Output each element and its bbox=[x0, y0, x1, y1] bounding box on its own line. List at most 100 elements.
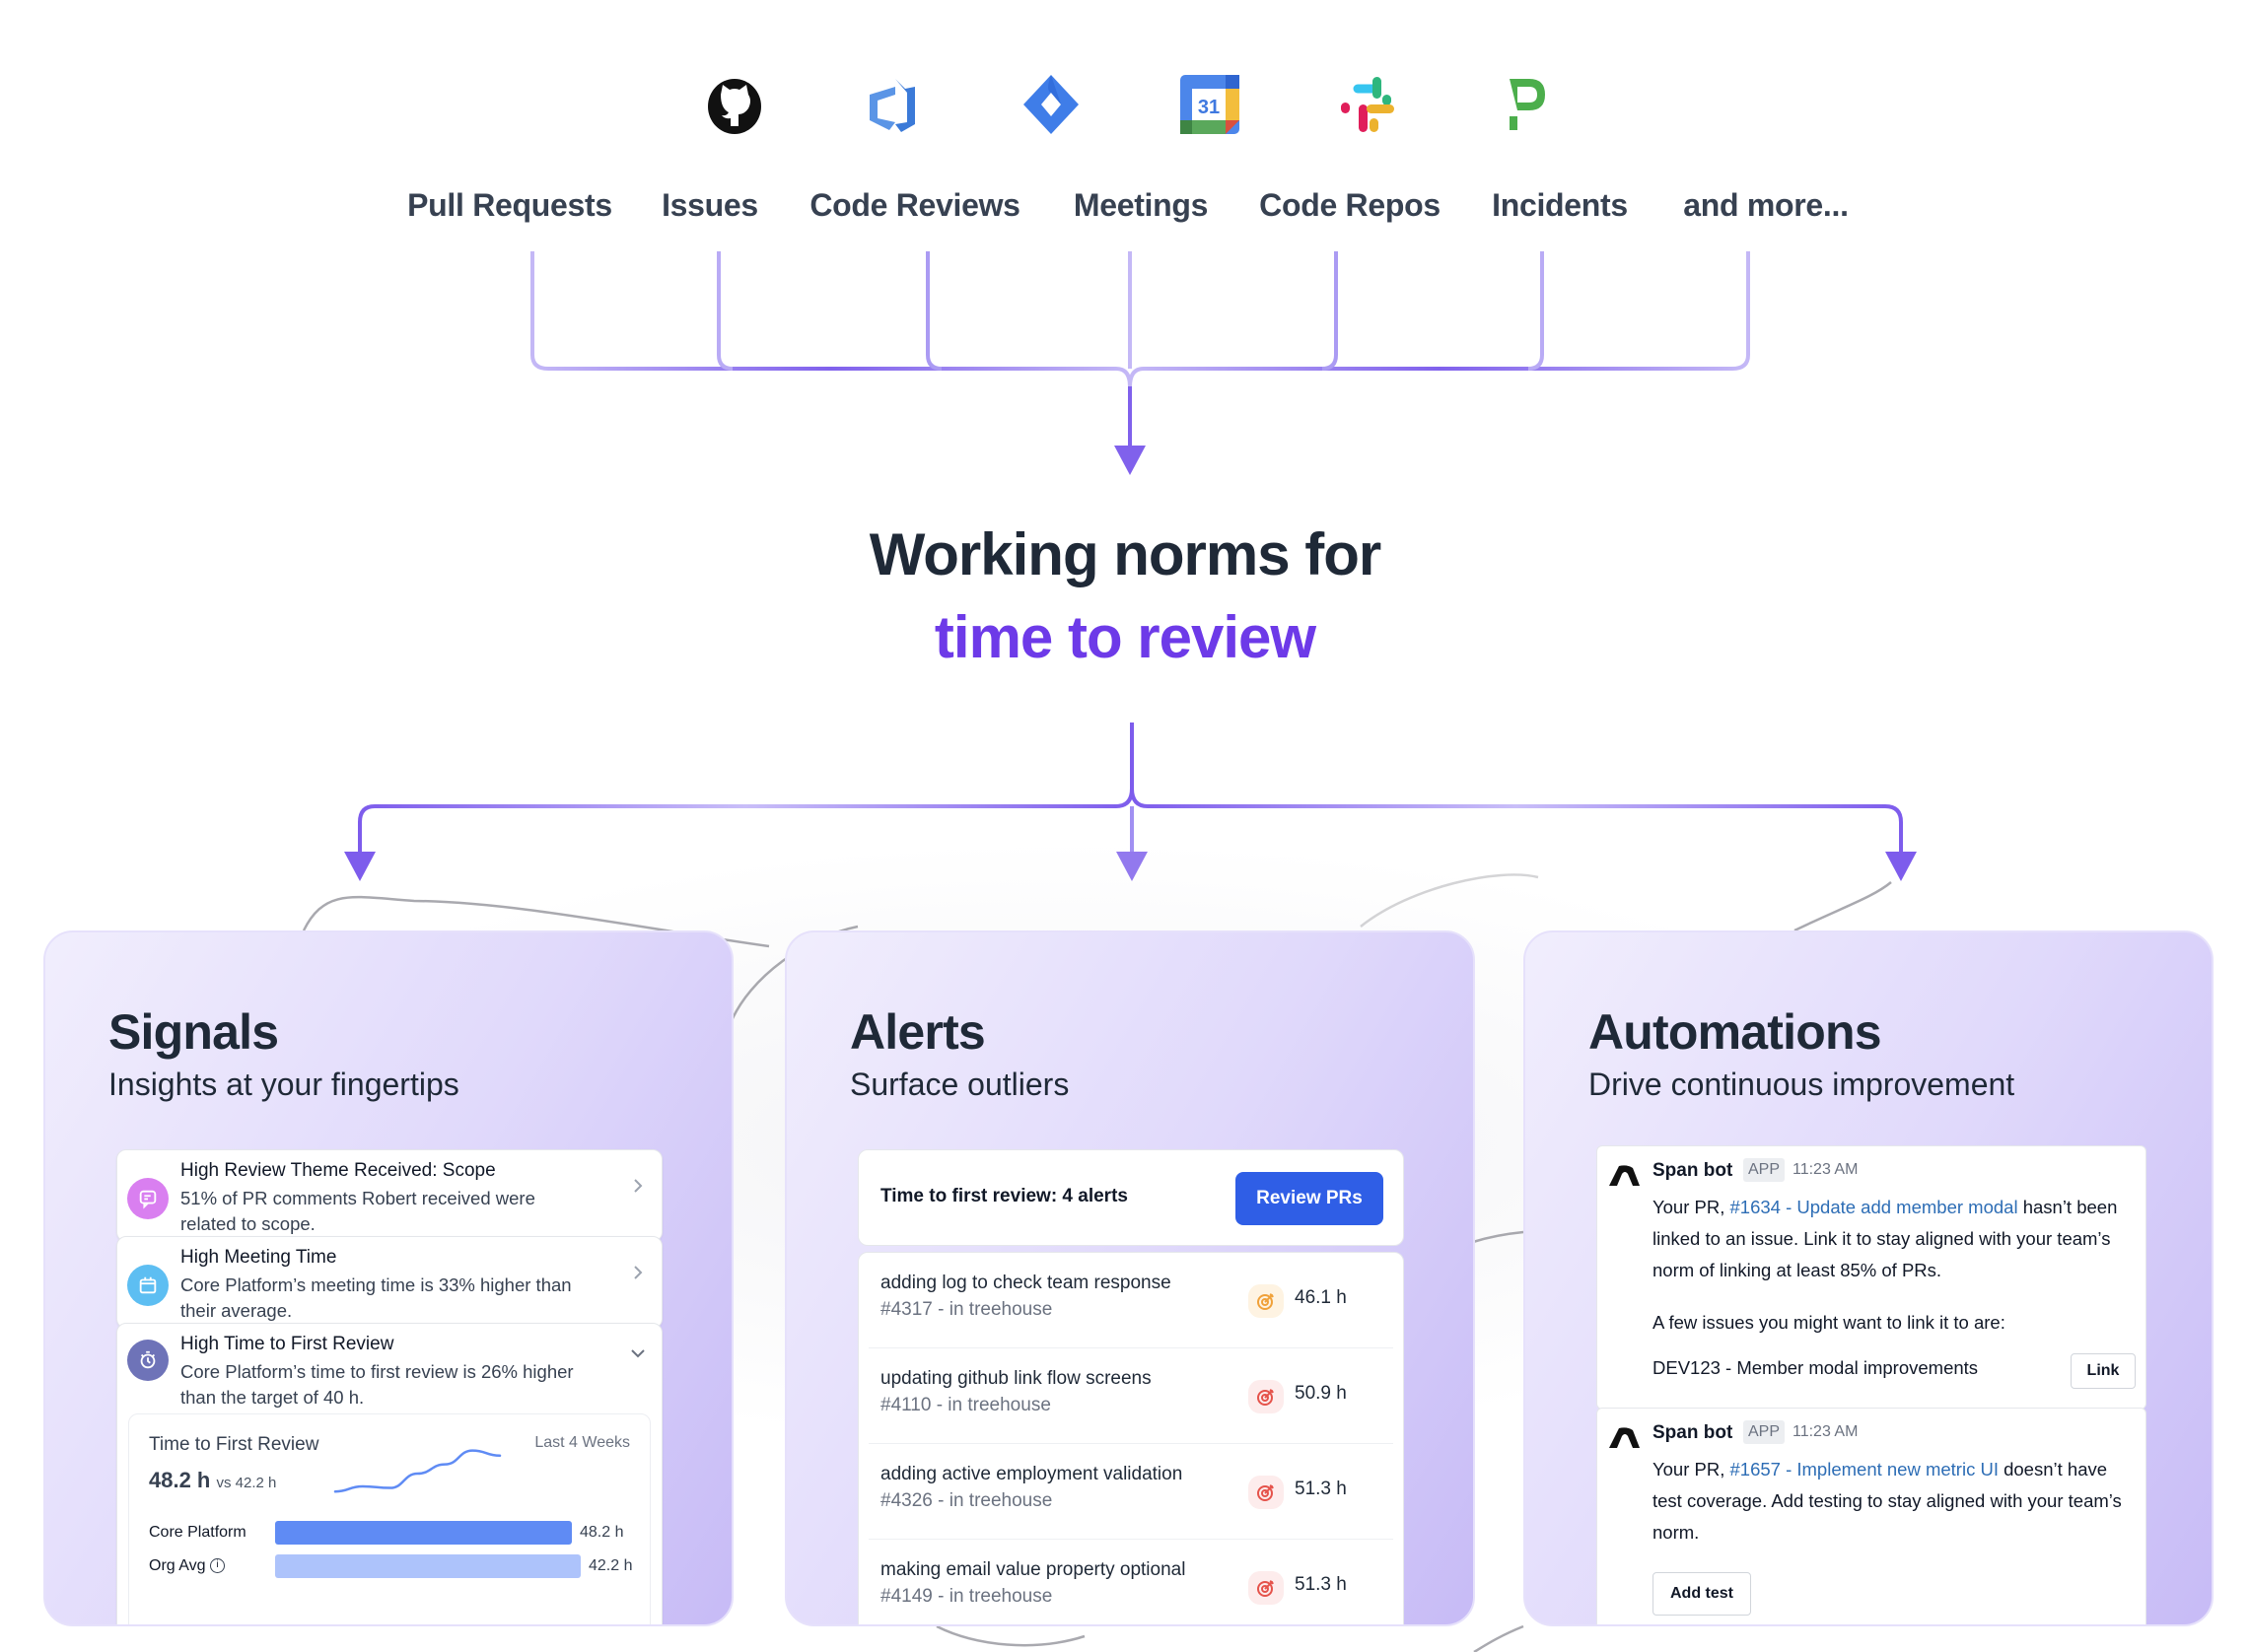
message-suffix: doesn’t have test coverage. Add testing … bbox=[1652, 1459, 2122, 1543]
alert-row[interactable]: making email value property optional #41… bbox=[869, 1540, 1393, 1624]
alert-title: making email value property optional bbox=[880, 1559, 1186, 1580]
integration-label-code-repos: Code Repos bbox=[1259, 187, 1441, 223]
message-prefix: Your PR, bbox=[1652, 1197, 1730, 1217]
followup-text: A few issues you might want to link it t… bbox=[1652, 1312, 2005, 1333]
automations-card: Automations Drive continuous improvement… bbox=[1523, 930, 2214, 1626]
info-icon[interactable]: i bbox=[209, 1558, 225, 1574]
pr-link[interactable]: #1634 - Update add member modal bbox=[1729, 1197, 2018, 1217]
card-subtitle: Drive continuous improvement bbox=[1588, 1067, 2015, 1102]
alert-title: adding log to check team response bbox=[880, 1273, 1171, 1293]
chevron-down-icon[interactable] bbox=[628, 1343, 648, 1363]
alert-meta: #4326 - in treehouse bbox=[880, 1490, 1053, 1511]
alert-value: 50.9 h bbox=[1295, 1383, 1347, 1404]
issue-suggestion: DEV123 - Member modal improvements bbox=[1652, 1357, 1979, 1378]
alert-title: adding active employment validation bbox=[880, 1464, 1183, 1484]
alert-meta: #4317 - in treehouse bbox=[880, 1299, 1053, 1320]
signals-card: Signals Insights at your fingertips High… bbox=[43, 930, 734, 1626]
google-calendar-icon: 31 bbox=[1178, 71, 1241, 138]
card-subtitle: Insights at your fingertips bbox=[108, 1067, 459, 1102]
integration-label-pull-requests: Pull Requests bbox=[407, 187, 612, 223]
bar-track bbox=[275, 1521, 581, 1545]
svg-text:31: 31 bbox=[1198, 97, 1220, 118]
alerts-header-title: Time to first review: 4 alerts bbox=[880, 1186, 1128, 1206]
pagerduty-icon bbox=[1496, 71, 1559, 138]
alerts-header: Time to first review: 4 alerts Review PR… bbox=[858, 1149, 1404, 1246]
alert-value: 51.3 h bbox=[1295, 1574, 1347, 1595]
sparkline-path bbox=[333, 1449, 502, 1493]
alerts-card: Alerts Surface outliers Time to first re… bbox=[785, 930, 1475, 1626]
target-icon bbox=[1248, 1284, 1284, 1318]
slack-message: Span bot APP 11:23 AM Your PR, #1634 - U… bbox=[1596, 1145, 2146, 1410]
app-tag: APP bbox=[1743, 1158, 1786, 1182]
bar-label-text: Org Avg bbox=[149, 1557, 206, 1574]
hero-title: Working norms for bbox=[869, 521, 1382, 587]
bar-row-core-platform: Core Platform 48.2 h bbox=[149, 1521, 642, 1547]
metric-title: Time to First Review bbox=[149, 1434, 319, 1455]
sketch-line bbox=[1473, 1624, 1524, 1652]
card-subtitle: Surface outliers bbox=[850, 1067, 1070, 1102]
slack-icon bbox=[1337, 71, 1400, 138]
signal-description: Core Platform’s time to first review is … bbox=[180, 1361, 574, 1408]
signal-title: High Meeting Time bbox=[180, 1247, 337, 1268]
card-title: Signals bbox=[108, 1004, 279, 1060]
bot-name[interactable]: Span bot bbox=[1652, 1422, 1733, 1443]
bar-label: Core Platform bbox=[149, 1524, 246, 1541]
metric-current-value: 48.2 h bbox=[149, 1468, 211, 1492]
alert-meta: #4110 - in treehouse bbox=[880, 1395, 1051, 1415]
bar-track bbox=[275, 1554, 581, 1578]
message-suffix: hasn’t been linked to an issue. Link it … bbox=[1652, 1197, 2118, 1280]
signal-item[interactable]: High Review Theme Received: Scope 51% of… bbox=[116, 1149, 663, 1242]
alert-row[interactable]: updating github link flow screens #4110 … bbox=[869, 1348, 1393, 1444]
card-title: Alerts bbox=[850, 1004, 986, 1060]
arrow-head bbox=[1114, 446, 1146, 475]
bar-label: Org Avg i bbox=[149, 1557, 225, 1575]
message-text: Your PR, #1657 - Implement new metric UI… bbox=[1652, 1454, 2136, 1549]
bar-row-org-avg: Org Avg i 42.2 h bbox=[149, 1554, 642, 1580]
signal-description: Core Platform’s meeting time is 33% high… bbox=[180, 1274, 572, 1321]
review-prs-button[interactable]: Review PRs bbox=[1235, 1172, 1383, 1225]
upper-connector bbox=[530, 251, 1750, 448]
alert-meta: #4149 - in treehouse bbox=[880, 1586, 1053, 1607]
alert-row[interactable]: adding active employment validation #432… bbox=[869, 1444, 1393, 1540]
target-icon bbox=[1248, 1476, 1284, 1509]
signal-title: High Time to First Review bbox=[180, 1334, 394, 1354]
bar-value: 42.2 h bbox=[589, 1557, 633, 1574]
alert-row[interactable]: adding log to check team response #4317 … bbox=[869, 1253, 1393, 1348]
add-test-button[interactable]: Add test bbox=[1652, 1572, 1751, 1616]
comment-icon bbox=[127, 1178, 169, 1219]
integration-label-meetings: Meetings bbox=[1073, 187, 1209, 223]
message-time: 11:23 AM bbox=[1793, 1423, 1859, 1440]
integration-label-and-more: and more... bbox=[1683, 187, 1849, 223]
github-icon bbox=[703, 71, 766, 138]
integration-label-code-reviews: Code Reviews bbox=[809, 187, 1020, 223]
trend-sparkline bbox=[333, 1449, 502, 1493]
metric-panel: Time to First Review Last 4 Weeks 48.2 h… bbox=[128, 1413, 651, 1624]
alert-value: 51.3 h bbox=[1295, 1479, 1347, 1499]
link-issue-button[interactable]: Link bbox=[2071, 1353, 2136, 1389]
bar-fill bbox=[275, 1521, 572, 1545]
bot-name[interactable]: Span bot bbox=[1652, 1160, 1733, 1181]
message-text: Your PR, #1634 - Update add member modal… bbox=[1652, 1192, 2136, 1286]
target-icon bbox=[1248, 1380, 1284, 1413]
card-title: Automations bbox=[1588, 1004, 1882, 1060]
message-prefix: Your PR, bbox=[1652, 1459, 1730, 1480]
bar-value: 48.2 h bbox=[580, 1524, 624, 1541]
target-icon bbox=[1248, 1571, 1284, 1605]
app-tag: APP bbox=[1743, 1420, 1786, 1444]
azure-devops-icon bbox=[862, 71, 925, 138]
slack-message: Span bot APP 11:23 AM Your PR, #1657 - I… bbox=[1596, 1408, 2146, 1624]
sketch-line bbox=[936, 1624, 1086, 1647]
stopwatch-icon bbox=[127, 1340, 169, 1381]
signal-title: High Review Theme Received: Scope bbox=[180, 1160, 496, 1181]
pr-link[interactable]: #1657 - Implement new metric UI bbox=[1729, 1459, 1999, 1480]
span-bot-logo-icon bbox=[1609, 1427, 1640, 1448]
chevron-right-icon[interactable] bbox=[628, 1263, 648, 1282]
hero-title-highlight: time to review bbox=[934, 604, 1316, 670]
alerts-list: adding log to check team response #4317 … bbox=[858, 1252, 1404, 1624]
signal-description: 51% of PR comments Robert received were … bbox=[180, 1188, 535, 1234]
message-time: 11:23 AM bbox=[1793, 1161, 1859, 1178]
metric-range[interactable]: Last 4 Weeks bbox=[534, 1434, 630, 1451]
signal-item[interactable]: High Meeting Time Core Platform’s meetin… bbox=[116, 1236, 663, 1329]
metric-comparison: vs 42.2 h bbox=[216, 1475, 277, 1491]
chevron-right-icon[interactable] bbox=[628, 1176, 648, 1196]
